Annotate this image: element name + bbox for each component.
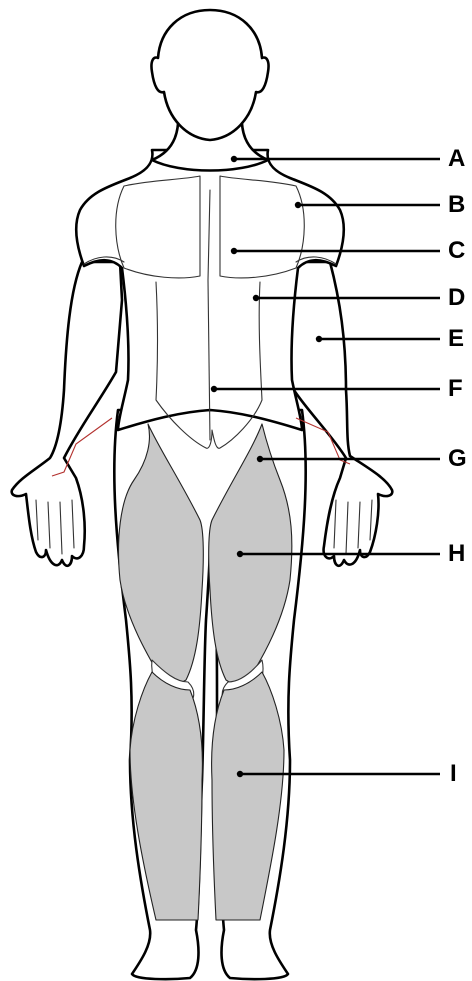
leader-dot-h (237, 551, 243, 557)
label-a: A (448, 145, 465, 172)
label-group: A B C D E F G H I (448, 145, 467, 787)
leader-dot-g (257, 456, 263, 462)
left-arm-outline (12, 262, 122, 566)
label-i: I (450, 760, 457, 787)
label-g: G (448, 445, 467, 472)
label-c: C (448, 237, 465, 264)
head-outline (151, 10, 268, 140)
label-b: B (448, 191, 465, 218)
label-f: F (448, 375, 463, 402)
leader-dot-e (316, 336, 322, 342)
label-d: D (448, 284, 465, 311)
body-silhouette (12, 10, 393, 979)
label-h: H (448, 540, 465, 567)
leader-dot-f (211, 386, 217, 392)
leader-dot-i (237, 771, 243, 777)
leader-dot-c (231, 248, 237, 254)
label-e: E (448, 325, 464, 352)
leader-dot-a (231, 156, 237, 162)
leader-dot-d (253, 295, 259, 301)
leader-dot-b (295, 202, 301, 208)
